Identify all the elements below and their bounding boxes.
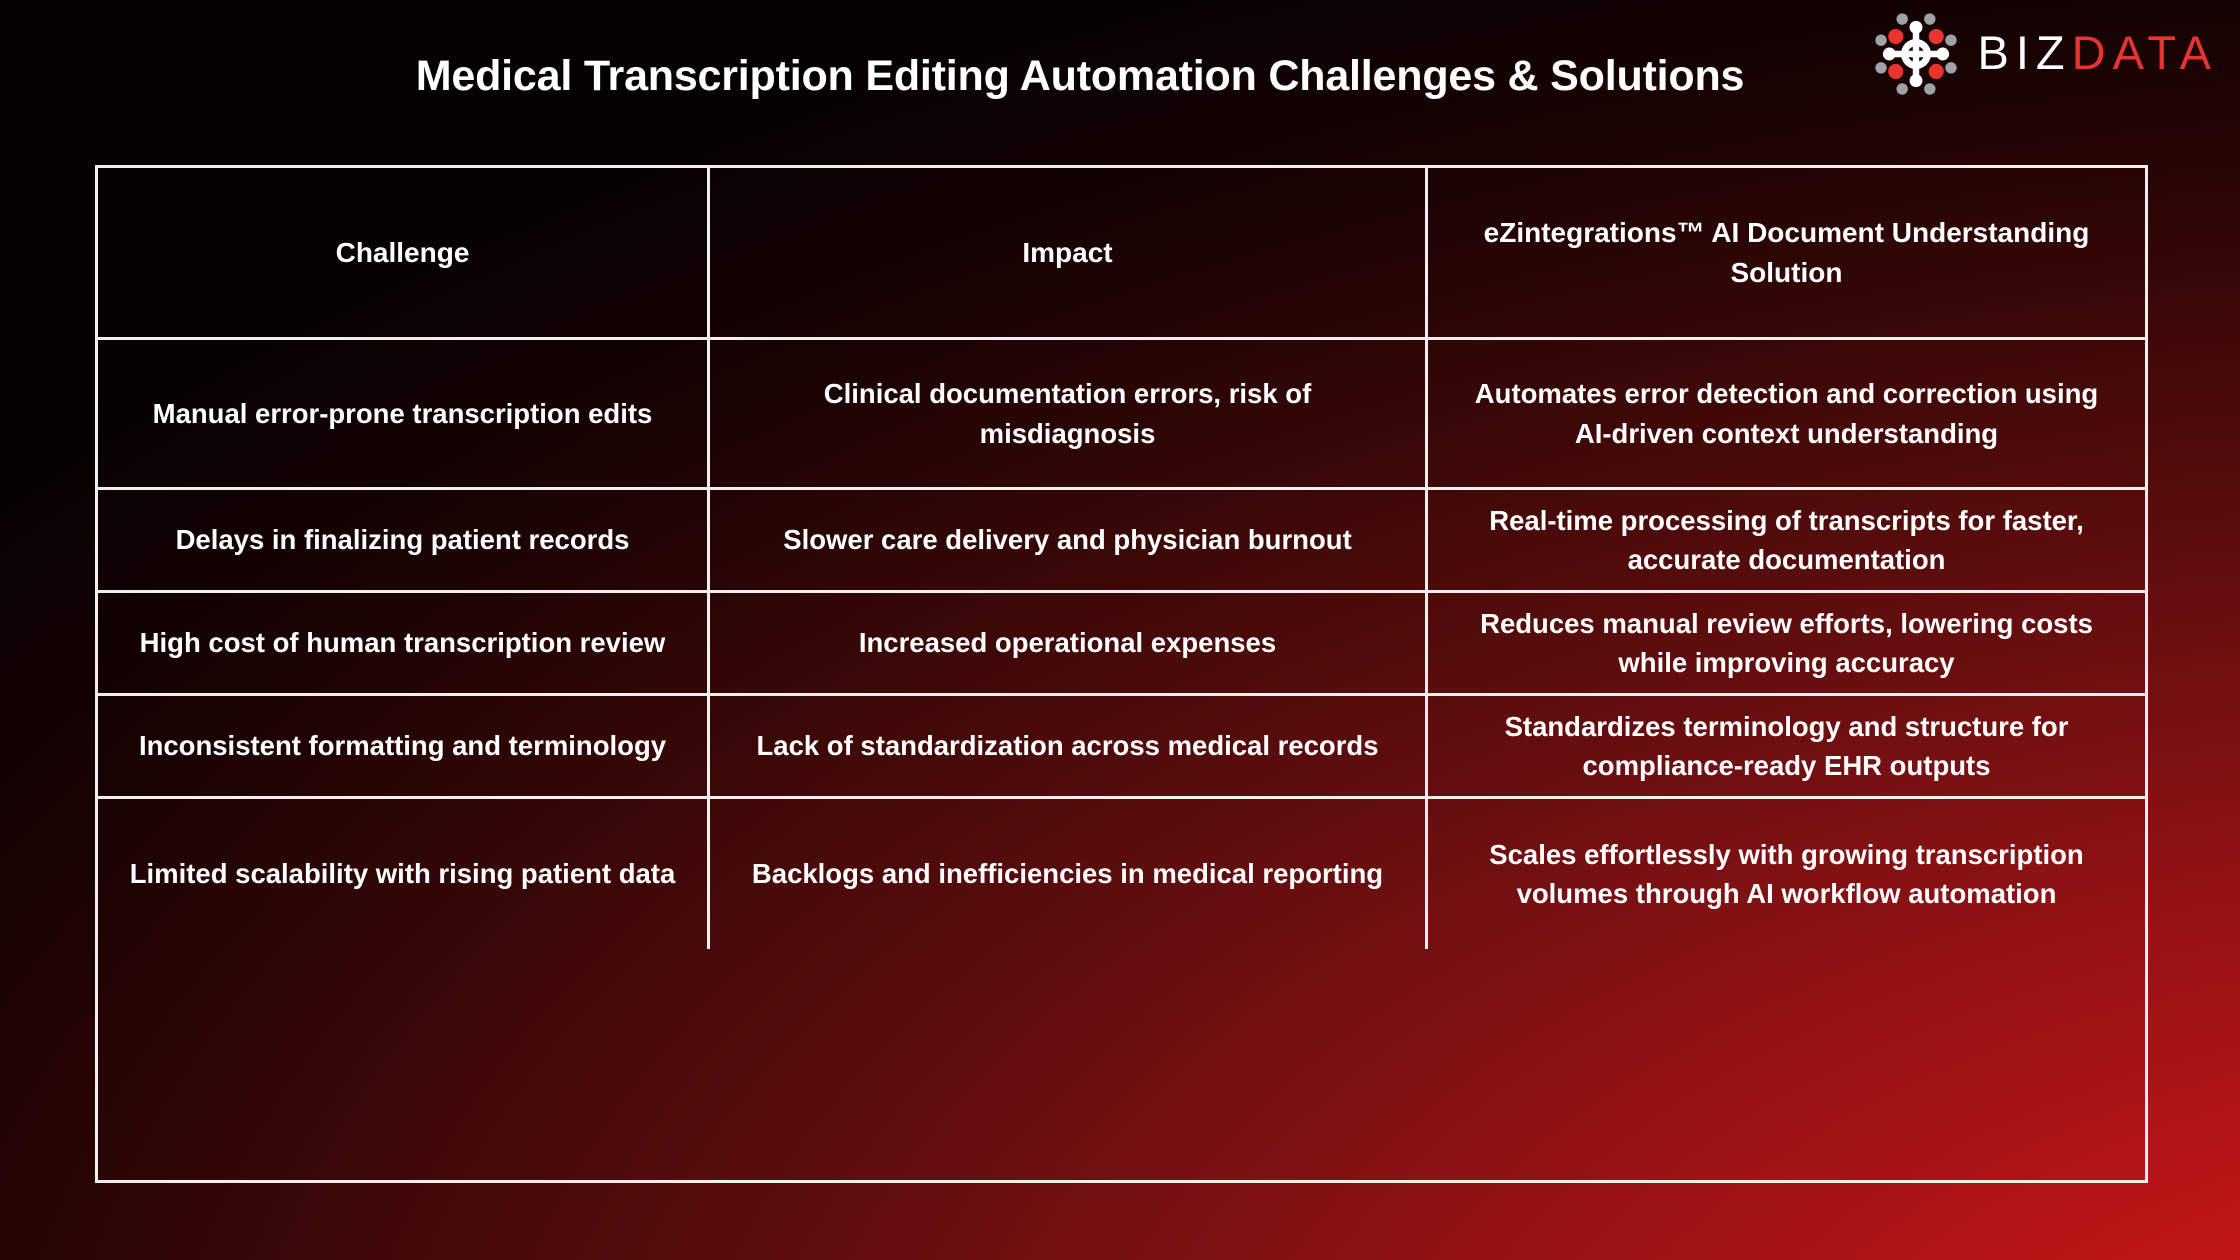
cell-challenge: Manual error-prone transcription edits (98, 340, 710, 487)
logo-text-biz: BIZ (1977, 25, 2072, 79)
challenges-solutions-table: Challenge Impact eZintegrations™ AI Docu… (95, 165, 2148, 1183)
cell-impact: Slower care delivery and physician burno… (710, 490, 1428, 590)
bizdata-logo: BIZDATA (1870, 8, 2219, 100)
column-header-solution: eZintegrations™ AI Document Understandin… (1483, 216, 2090, 288)
table-row: Inconsistent formatting and terminology … (98, 696, 2145, 799)
cell-challenge: High cost of human transcription review (98, 593, 710, 693)
cell-solution: Scales effortlessly with growing transcr… (1489, 838, 2084, 909)
logo-text-data: DATA (2071, 25, 2218, 79)
column-header-challenge: Challenge (98, 168, 710, 337)
table-header-row: Challenge Impact eZintegrations™ AI Docu… (98, 168, 2145, 340)
cell-impact: Backlogs and inefficiencies in medical r… (710, 799, 1428, 949)
table-row: Manual error-prone transcription edits C… (98, 340, 2145, 490)
network-nodes-icon (1870, 8, 1962, 100)
cell-impact: Clinical documentation errors, risk of m… (710, 340, 1428, 487)
column-header-impact: Impact (710, 168, 1428, 337)
cell-solution: Real-time processing of transcripts for … (1489, 504, 2084, 575)
table-row: Limited scalability with rising patient … (98, 799, 2145, 949)
cell-challenge: Inconsistent formatting and terminology (98, 696, 710, 796)
cell-impact: Lack of standardization across medical r… (710, 696, 1428, 796)
cell-solution: Standardizes terminology and structure f… (1504, 710, 2069, 781)
table-row: High cost of human transcription review … (98, 593, 2145, 696)
logo-wordmark: BIZDATA (1978, 29, 2219, 80)
cell-solution: Automates error detection and correction… (1474, 378, 2099, 449)
cell-impact: Increased operational expenses (710, 593, 1428, 693)
cell-challenge: Limited scalability with rising patient … (98, 799, 710, 949)
page-header: Medical Transcription Editing Automation… (0, 0, 2240, 165)
table-row: Delays in finalizing patient records Slo… (98, 490, 2145, 593)
cell-solution: Reduces manual review efforts, lowering … (1480, 607, 2093, 678)
page-title: Medical Transcription Editing Automation… (415, 52, 1745, 100)
cell-challenge: Delays in finalizing patient records (98, 490, 710, 590)
